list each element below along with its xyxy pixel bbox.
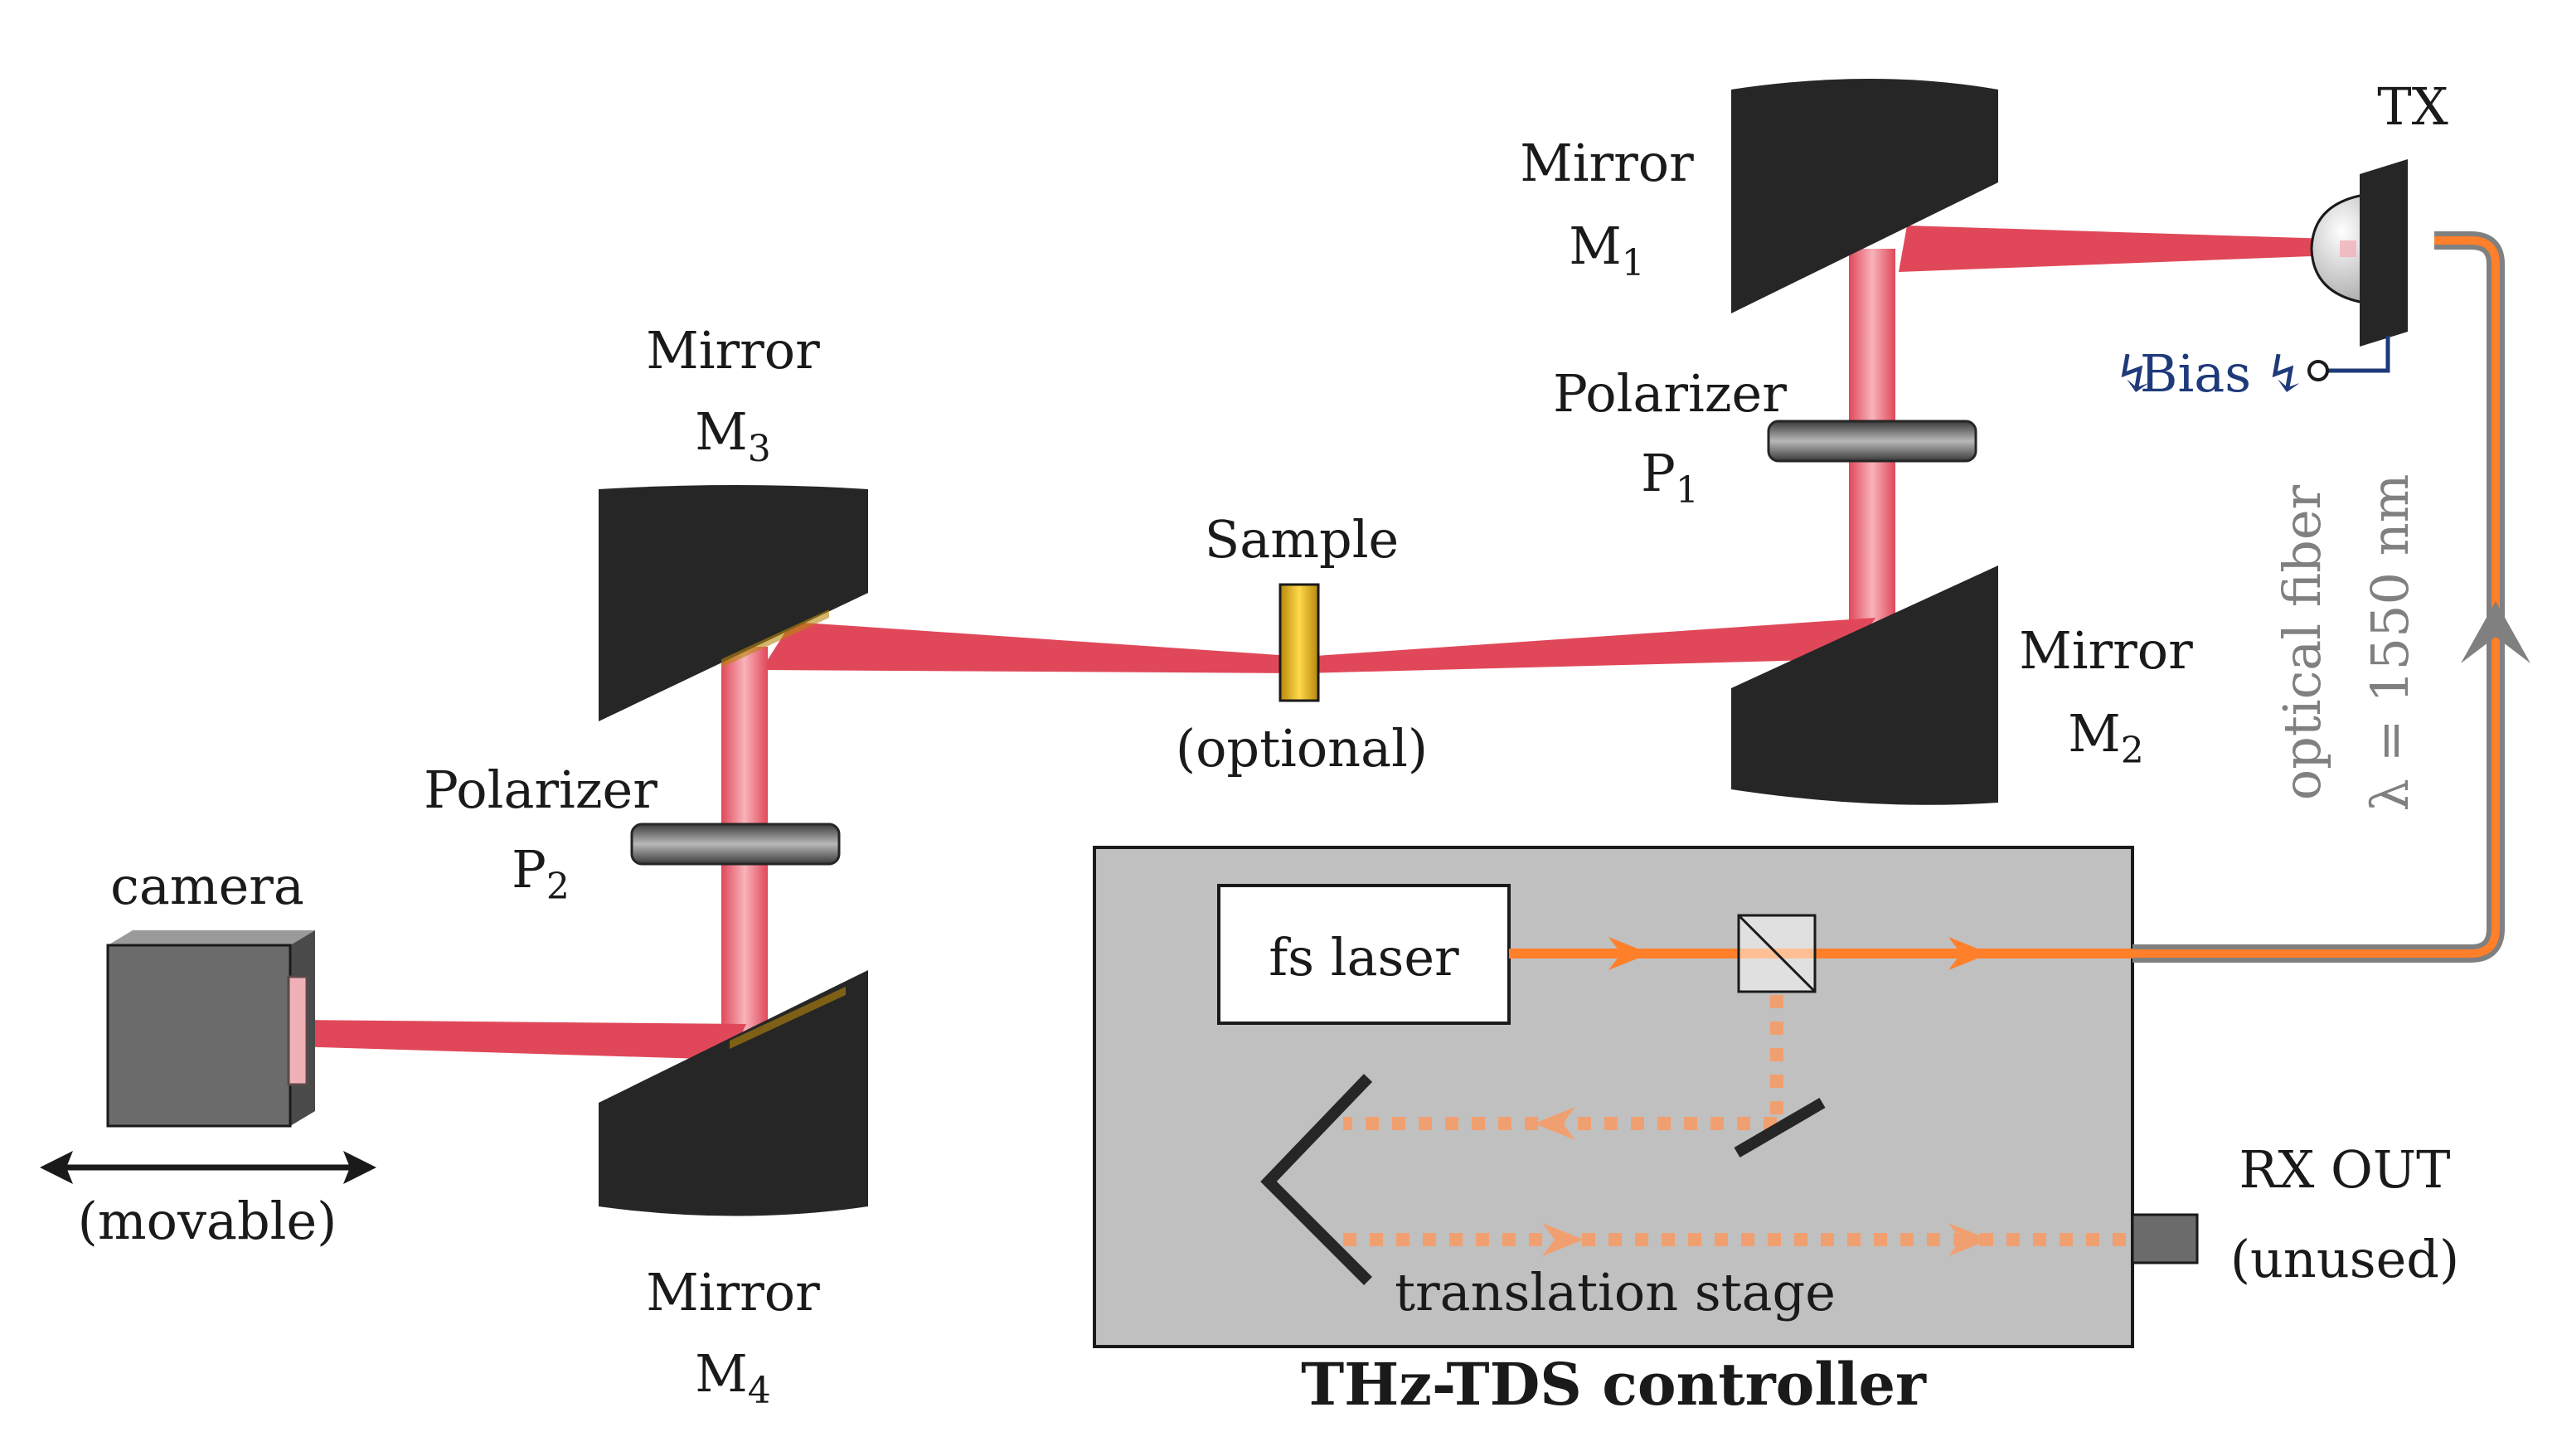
optical-fiber [2132,231,2530,963]
mirror-m4-symbol: M4 [695,1343,770,1412]
rx-out-unused-label: (unused) [2230,1229,2459,1289]
controller-title: THz-TDS controller [1301,1350,1927,1419]
mirror-m2 [1731,565,1998,805]
fs-laser-label: fs laser [1269,927,1459,988]
beam-splitter [1737,914,1817,993]
tx-emitter [2310,159,2408,347]
mirror-m1 [1731,79,1998,313]
mirror-m1-label: Mirror [1520,133,1694,193]
mirror-m3-symbol: M3 [695,401,770,470]
mirror-m4-label: Mirror [646,1262,820,1323]
polarizer-p2-label: Polarizer [424,760,657,820]
polarizer-p1-label: Polarizer [1553,363,1787,424]
bias-label: Bias [2140,343,2251,404]
fiber-direction-arrow [2461,601,2530,663]
camera [106,930,315,1128]
mirror-m3-label: Mirror [646,320,820,381]
mirror-m1-symbol: M1 [1569,216,1644,284]
camera-movable-label: (movable) [78,1191,337,1251]
mirror-m2-symbol: M2 [2068,703,2143,772]
fiber-wavelength-label: λ = 1550 nm [2360,474,2420,812]
bias-terminal-icon [2307,360,2329,381]
rx-out-port [2131,1213,2199,1264]
camera-label: camera [110,856,304,916]
laser-arrow-icon [1948,937,1990,970]
fold-mirror [1734,1097,1826,1158]
polarizer-p1-symbol: P1 [1641,443,1699,512]
laser-beam [1509,937,2132,970]
fs-laser-box: fs laser [1217,884,1511,1025]
bias-bolt-icon: ↯ [2113,343,2156,404]
fiber-label: optical fiber [2272,484,2332,800]
polarizer-p1 [1767,420,1977,463]
sample-slab [1278,583,1320,702]
mirror-m2-label: Mirror [2019,620,2193,681]
bias-bolt-icon: ↯ [2263,343,2307,404]
bias-wire [2307,336,2390,381]
polarizer-p2 [630,823,841,866]
delay-arrow-icon [1948,1223,1990,1256]
sample-label: Sample [1205,509,1399,570]
sample-optional-label: (optional) [1176,718,1428,779]
laser-arrow-icon [1608,937,1650,970]
polarizer-p2-symbol: P2 [512,839,570,908]
mirror-m3 [599,485,868,721]
rx-out-label: RX OUT [2239,1139,2451,1200]
retroreflector [1260,1074,1373,1285]
tx-label: TX [2377,76,2448,137]
translation-stage-label: translation stage [1395,1262,1836,1323]
delay-arrow-icon [1534,1107,1575,1140]
mirror-m4 [599,970,868,1216]
movable-arrow-icon [40,1151,376,1184]
delay-arrow-icon [1542,1223,1584,1256]
